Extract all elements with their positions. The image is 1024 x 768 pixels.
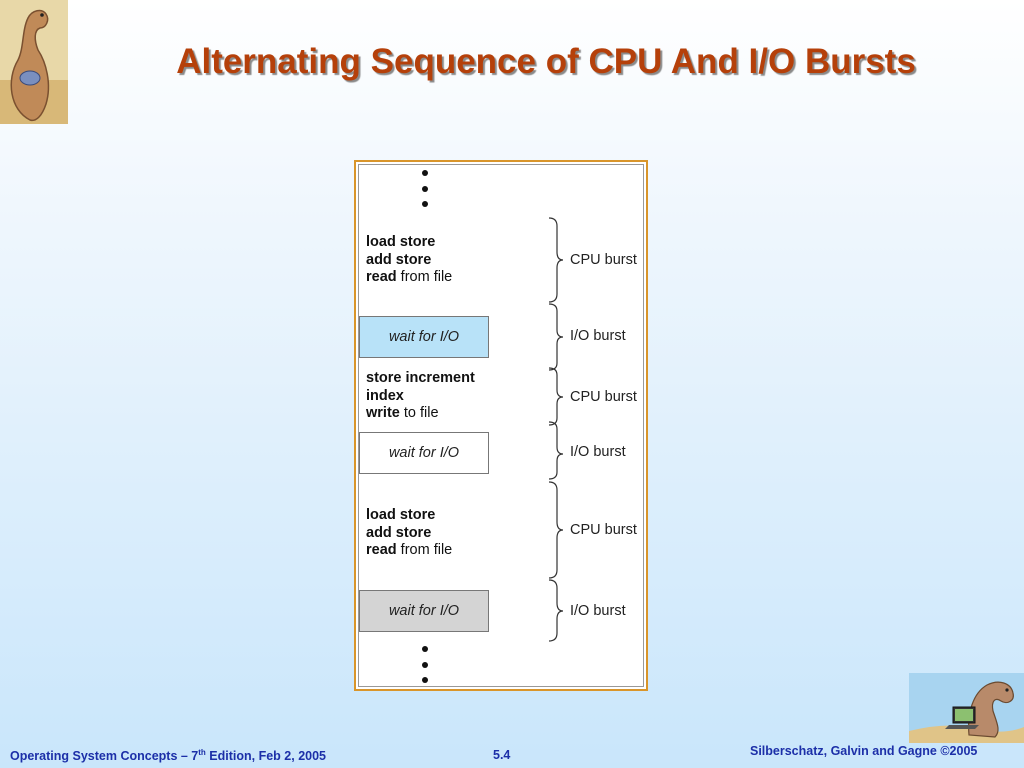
ellipsis-dot (422, 186, 428, 192)
brace-io-1 (548, 303, 564, 371)
wait-for-io-box-1: wait for I/O (359, 316, 489, 358)
brace-io-2 (548, 421, 564, 480)
burst-label: I/O burst (570, 444, 626, 460)
brace-cpu-1 (548, 217, 564, 303)
brace-cpu-3 (548, 481, 564, 579)
page-title: Alternating Sequence of CPU And I/O Burs… (176, 42, 916, 81)
ellipsis-dot (422, 201, 428, 207)
dinosaur-logo-top-left (0, 0, 68, 124)
ellipsis-dot (422, 677, 428, 683)
ellipsis-dot (422, 170, 428, 176)
burst-label: I/O burst (570, 328, 626, 344)
code-block-3: load store add store read from file (366, 507, 453, 558)
code-block-1: load store add store read from file (366, 234, 453, 285)
code-block-2: store increment index write to file (366, 370, 475, 421)
wait-for-io-box-3: wait for I/O (359, 590, 489, 632)
wait-for-io-box-2: wait for I/O (359, 432, 489, 474)
burst-label: CPU burst (570, 389, 637, 405)
dinosaur-laptop-logo-bottom-right (909, 673, 1024, 743)
brace-cpu-2 (548, 367, 564, 426)
burst-label: CPU burst (570, 252, 637, 268)
burst-label: I/O burst (570, 603, 626, 619)
brace-io-3 (548, 579, 564, 642)
footer-left: Operating System Concepts – 7th Edition,… (10, 748, 327, 764)
ellipsis-dot (422, 662, 428, 668)
burst-label: CPU burst (570, 522, 637, 538)
footer-right: Silberschatz, Galvin and Gagne ©2005 (750, 744, 978, 758)
footer-page-number: 5.4 (493, 748, 511, 762)
ellipsis-dot (422, 646, 428, 652)
